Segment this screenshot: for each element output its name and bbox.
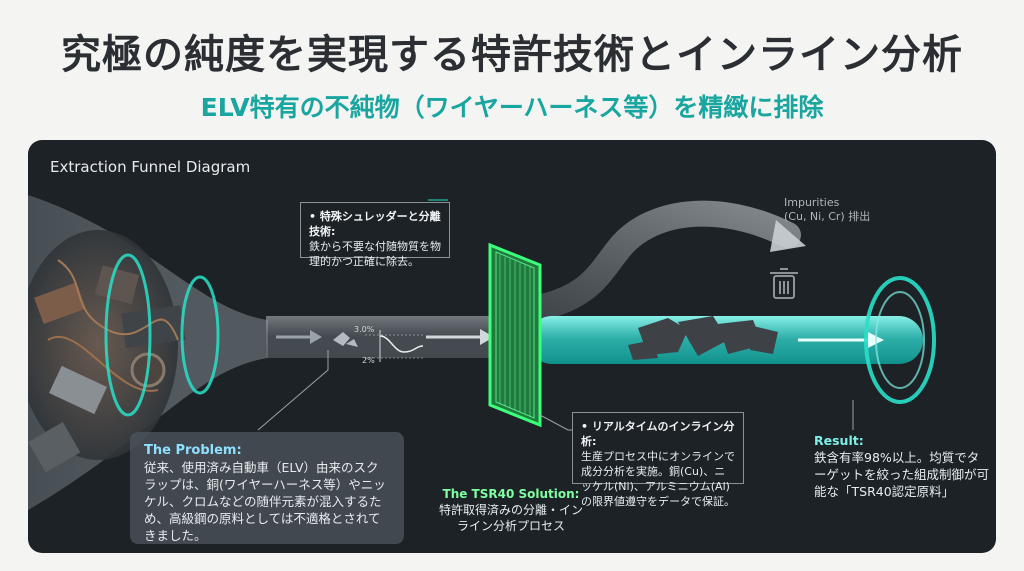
result-title: Result: — [814, 433, 864, 448]
impurities-line2: (Cu, Ni, Cr) 排出 — [784, 210, 871, 223]
inline-title: • リアルタイムのインライン分析: — [581, 420, 735, 448]
arrow-right-icon — [310, 330, 322, 344]
page-subtitle: ELV特有の不純物（ワイヤーハーネス等）を精緻に排除 — [200, 93, 824, 122]
chart-bottom-label: 2% — [362, 356, 375, 365]
result-callout: Result: 鉄含有率98%以上。均質でターゲットを絞った組成制御が可能な「T… — [814, 432, 989, 500]
trash-icon — [770, 268, 798, 299]
problem-title: The Problem: — [144, 443, 242, 458]
arrow-right-icon — [480, 329, 494, 345]
solution-callout: The TSR40 Solution: 特許取得済みの分離・インライン分析プロセ… — [436, 486, 586, 534]
connector-line — [539, 414, 572, 431]
connector-line — [257, 350, 329, 431]
inline-body: 生産プロセス中にオンラインで成分分析を実施。銅(Cu)、ニッケル(Ni)、アルミ… — [581, 450, 735, 508]
panel-label: Extraction Funnel Diagram — [50, 158, 251, 176]
impurities-label: Impurities (Cu, Ni, Cr) 排出 — [784, 196, 894, 224]
impurity-outflow-tube — [515, 200, 801, 323]
shredder-callout: • 特殊シュレッダーと分離技術: 鉄から不要な付随物質を物理的かつ正確に除去。 — [300, 202, 450, 268]
diagram-panel: Extraction Funnel Diagram 3.0% 2% • 特殊シュ… — [28, 140, 996, 553]
result-body: 鉄含有率98%以上。均質でターゲットを絞った組成制御が可能な「TSR40認定原料… — [814, 450, 990, 499]
problem-body: 従来、使用済み自動車（ELV）由来のスクラップは、銅(ワイヤーハーネス等）やニッ… — [144, 460, 386, 543]
entry-ring-1 — [104, 253, 152, 417]
entry-ring-2 — [180, 275, 220, 395]
solution-title: The TSR40 Solution: — [442, 487, 580, 501]
impurities-line1: Impurities — [784, 196, 840, 209]
chart-top-label: 3.0% — [354, 325, 375, 334]
extraction-funnel-diagram — [28, 195, 936, 510]
page-title: 究極の純度を実現する特許技術とインライン分析 — [61, 32, 963, 78]
exit-ring-outer — [864, 276, 936, 404]
inline-analysis-callout: • リアルタイムのインライン分析: 生産プロセス中にオンラインで成分分析を実施。… — [572, 412, 744, 508]
inline-mini-chart — [365, 330, 424, 362]
iron-pieces-image — [628, 316, 778, 360]
exit-ring-inner — [875, 291, 925, 389]
shredder-body: 鉄から不要な付随物質を物理的かつ正確に除去。 — [309, 240, 441, 268]
shredder-title: • 特殊シュレッダーと分離技術: — [309, 210, 441, 238]
scrap-fragments — [333, 332, 358, 347]
problem-callout: The Problem: 従来、使用済み自動車（ELV）由来のスクラップは、銅(… — [130, 432, 404, 544]
solution-body: 特許取得済みの分離・インライン分析プロセス — [438, 503, 583, 533]
arrow-right-icon — [770, 220, 806, 252]
tsr40-filter-plate — [488, 242, 542, 428]
